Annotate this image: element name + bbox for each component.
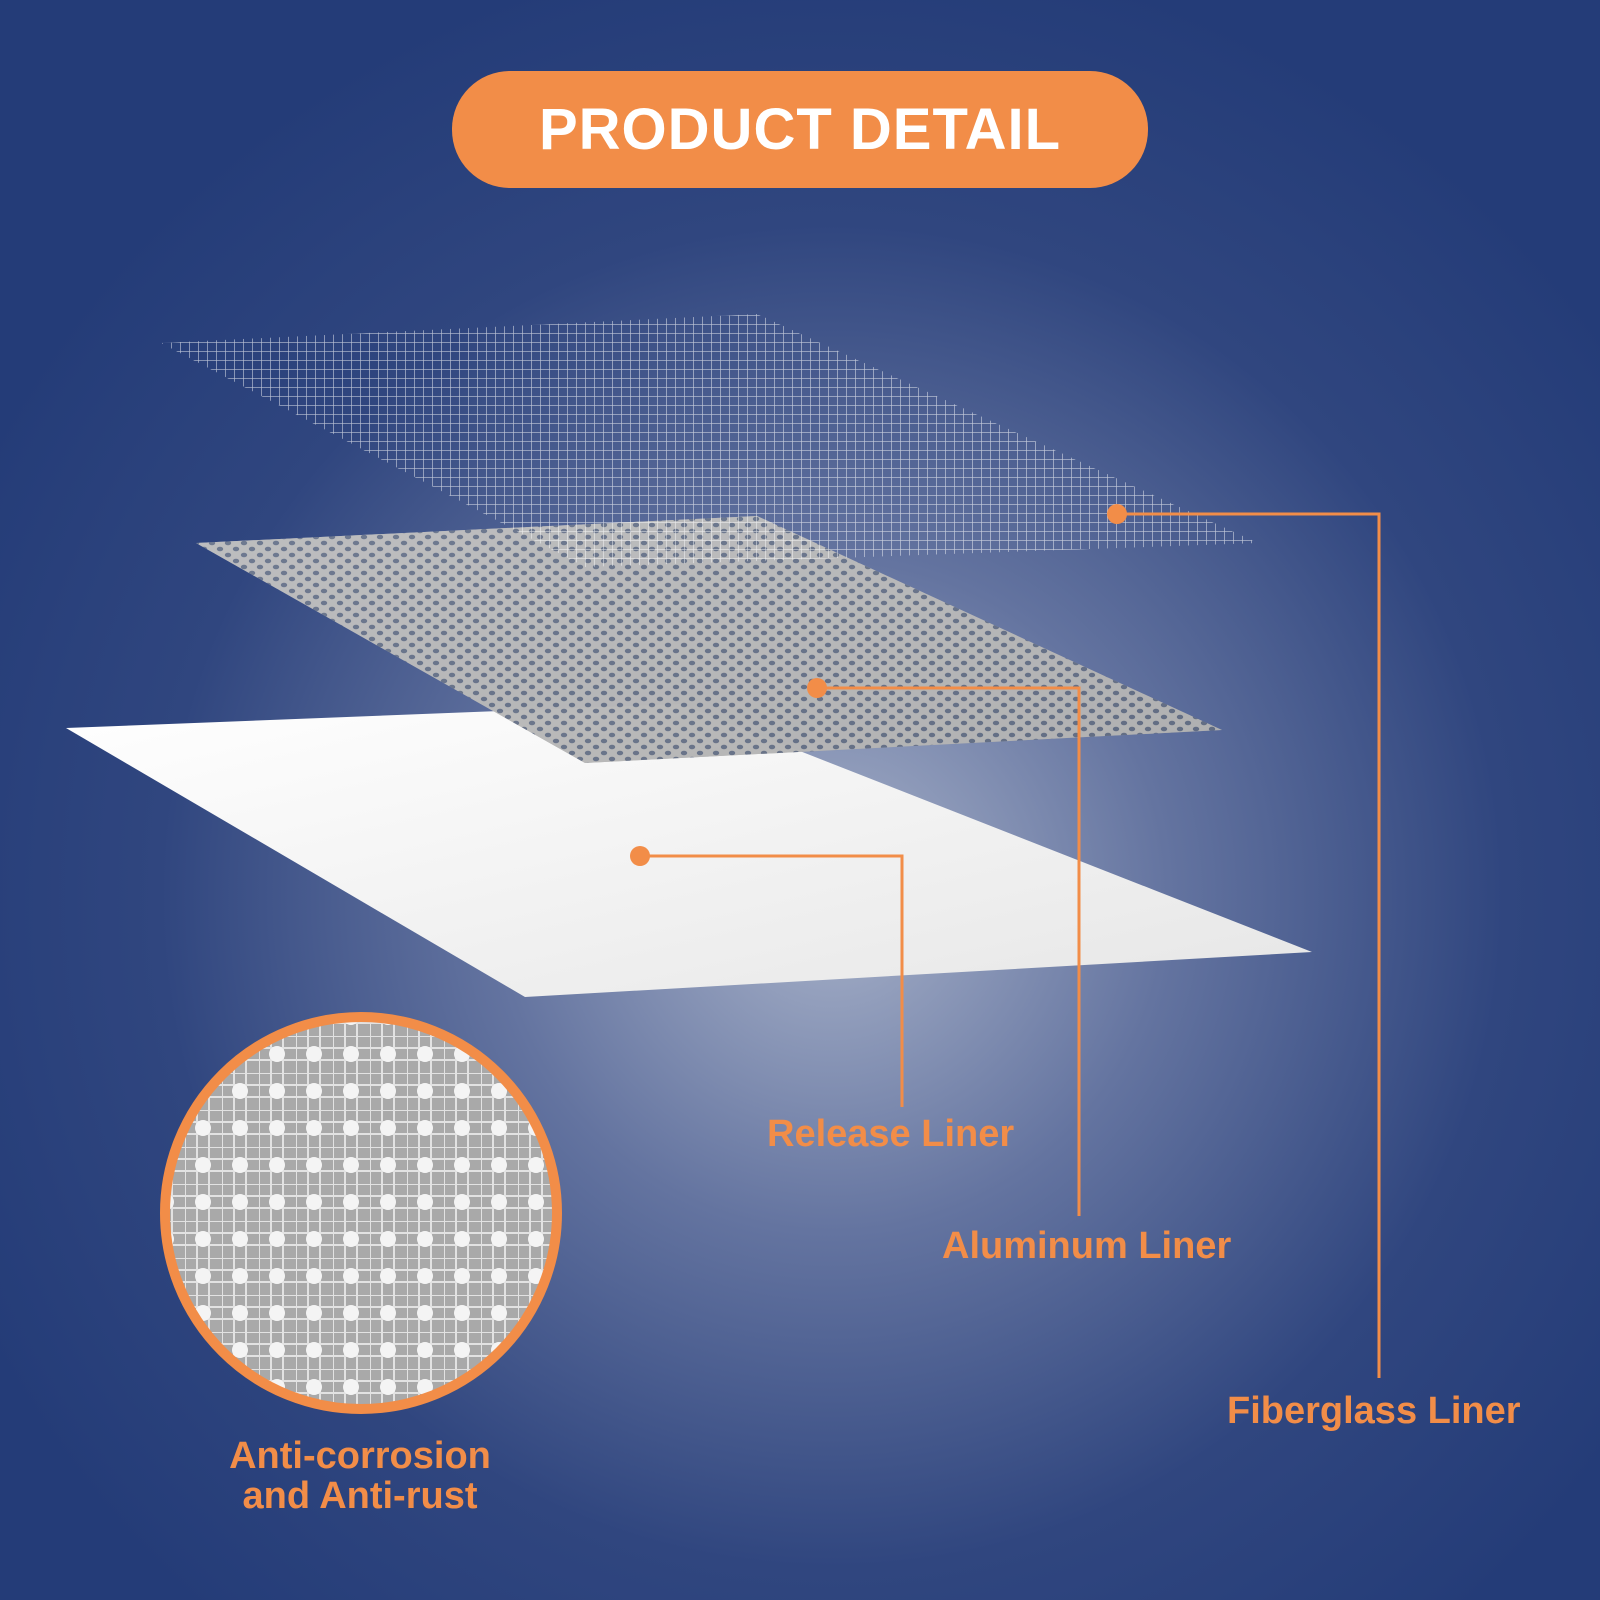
marker-aluminum-dot bbox=[807, 678, 827, 698]
marker-fiberglass-dot bbox=[1107, 504, 1127, 524]
label-release-liner: Release Liner bbox=[767, 1113, 1015, 1155]
page-title: PRODUCT DETAIL bbox=[538, 97, 1061, 162]
feature-line-1: Anti-corrosion bbox=[229, 1435, 491, 1477]
leader-aluminum bbox=[817, 686, 1081, 1216]
label-fiberglass-liner: Fiberglass Liner bbox=[1227, 1390, 1521, 1432]
feature-line-2: and Anti-rust bbox=[242, 1475, 478, 1517]
leader-release bbox=[640, 854, 904, 1107]
fiberglass-liner-sheet bbox=[161, 314, 1258, 567]
label-aluminum-liner: Aluminum Liner bbox=[942, 1225, 1232, 1267]
title-badge: PRODUCT DETAIL bbox=[452, 71, 1148, 188]
release-liner-sheet bbox=[66, 704, 1312, 997]
feature-caption: Anti-corrosion and Anti-rust bbox=[190, 1436, 530, 1516]
aluminum-liner-sheet bbox=[196, 516, 1222, 763]
marker-release-dot bbox=[630, 846, 650, 866]
leader-fiberglass bbox=[1117, 512, 1381, 1378]
closeup-magnifier bbox=[160, 1012, 562, 1414]
